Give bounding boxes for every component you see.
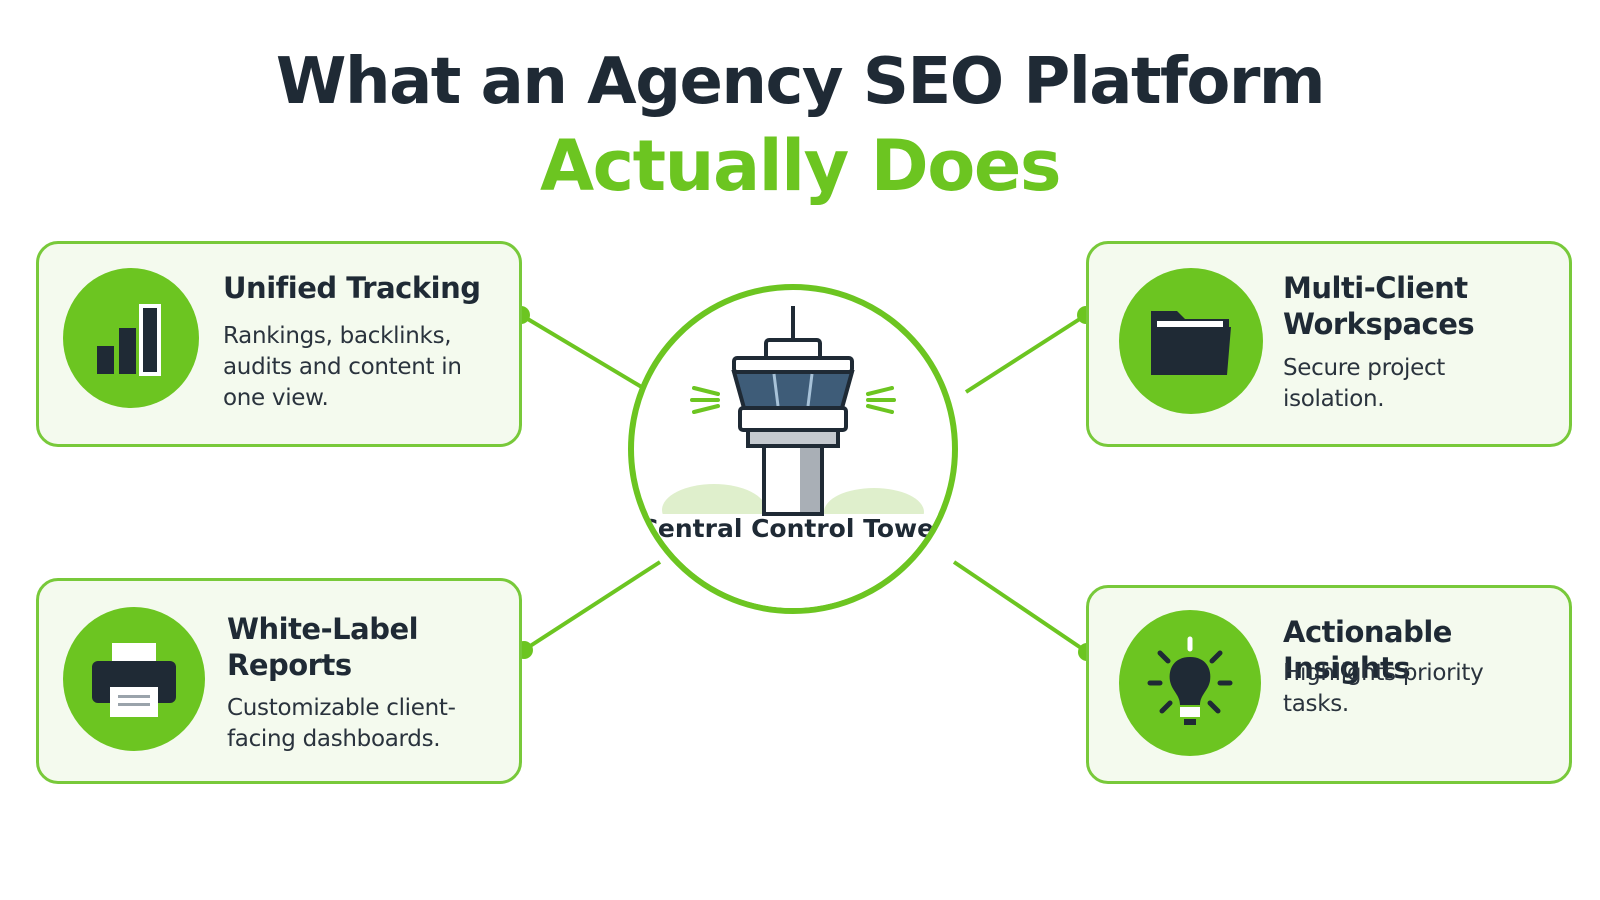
card-title-white-label-reports: White-Label Reports bbox=[227, 612, 419, 682]
card-actionable-insights: Actionable Insights Highlights priority … bbox=[1086, 585, 1572, 784]
control-tower-icon bbox=[634, 306, 952, 608]
bar-chart-icon bbox=[97, 304, 161, 376]
badge-white-label-reports bbox=[63, 607, 205, 751]
badge-unified-tracking bbox=[63, 268, 199, 408]
card-unified-tracking: Unified Tracking Rankings, backlinks, au… bbox=[36, 241, 522, 447]
card-multi-client-workspaces: Multi-Client Workspaces Secure project i… bbox=[1086, 241, 1572, 447]
card-description-actionable-insights: Highlights priority tasks. bbox=[1283, 660, 1484, 717]
connector-top-right bbox=[964, 313, 1088, 394]
lightbulb-icon bbox=[1147, 636, 1233, 725]
connector-top-left bbox=[519, 313, 652, 394]
title-line-2: Actually Does bbox=[539, 125, 1062, 207]
card-title-multi-client-workspaces: Multi-Client Workspaces bbox=[1283, 271, 1475, 341]
hub-label: Central Control Tower bbox=[639, 514, 947, 543]
printer-icon bbox=[92, 643, 176, 717]
central-hub: Central Control Tower bbox=[628, 284, 958, 614]
card-title-actionable-insights: Actionable Insights bbox=[1283, 615, 1452, 685]
card-description-white-label-reports: Customizable client-facing dashboards. bbox=[227, 695, 456, 752]
card-white-label-reports: White-Label Reports Customizable client-… bbox=[36, 578, 522, 784]
card-description-unified-tracking: Rankings, backlinks, audits and content … bbox=[223, 323, 462, 411]
card-description-multi-client-workspaces: Secure project isolation. bbox=[1283, 355, 1446, 412]
title-line-1: What an Agency SEO Platform bbox=[275, 45, 1326, 119]
badge-actionable-insights bbox=[1119, 610, 1261, 756]
folder-icon bbox=[1151, 311, 1231, 375]
connector-bottom-right bbox=[952, 560, 1089, 654]
card-title-unified-tracking: Unified Tracking bbox=[223, 271, 481, 305]
badge-multi-client-workspaces bbox=[1119, 268, 1263, 414]
